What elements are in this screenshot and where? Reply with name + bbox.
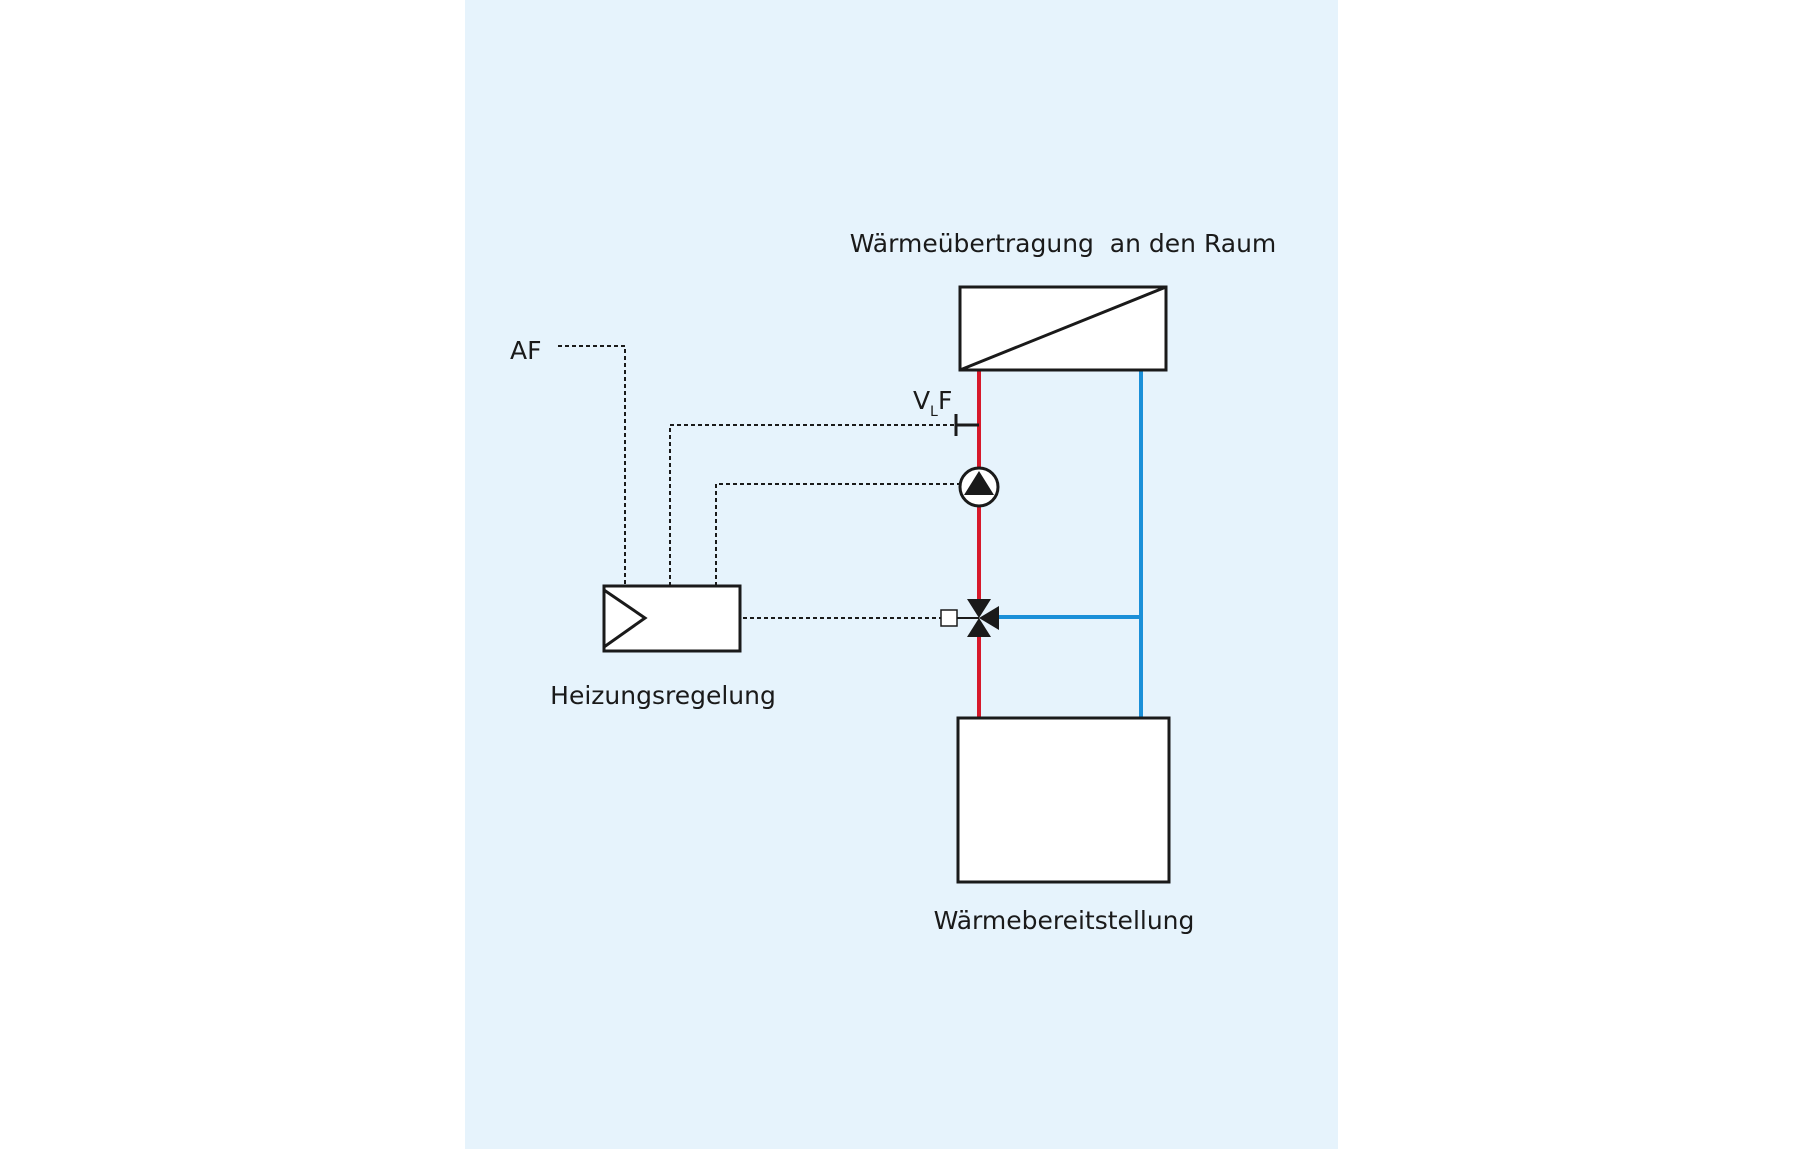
pump-control-wire bbox=[715, 483, 961, 586]
three-way-valve-icon bbox=[940, 599, 999, 637]
heat-transfer-label: Wärmeübertragung an den Raum bbox=[850, 229, 1277, 258]
heat-supply-label: Wärmebereitstellung bbox=[934, 906, 1195, 935]
control-wires bbox=[558, 345, 961, 619]
pump-icon bbox=[958, 466, 1000, 508]
flow-sensor-wire bbox=[669, 424, 956, 586]
flow-sensor-label-suffix: F bbox=[938, 386, 952, 415]
controller-icon bbox=[602, 584, 742, 653]
controller-label: Heizungsregelung bbox=[550, 681, 776, 710]
heat-exchanger-icon bbox=[958, 285, 1168, 372]
heat-supply-box bbox=[956, 716, 1171, 884]
flow-sensor-label: V L F bbox=[913, 386, 952, 420]
flow-sensor-label-main: V bbox=[913, 386, 930, 415]
outdoor-sensor-wire bbox=[558, 345, 626, 586]
return-pipe bbox=[994, 370, 1143, 718]
temperature-sensor-icon bbox=[954, 414, 979, 436]
flow-sensor-label-sub: L bbox=[930, 404, 938, 420]
outdoor-sensor-label: AF bbox=[510, 336, 541, 365]
diagram-panel bbox=[465, 0, 1338, 1149]
